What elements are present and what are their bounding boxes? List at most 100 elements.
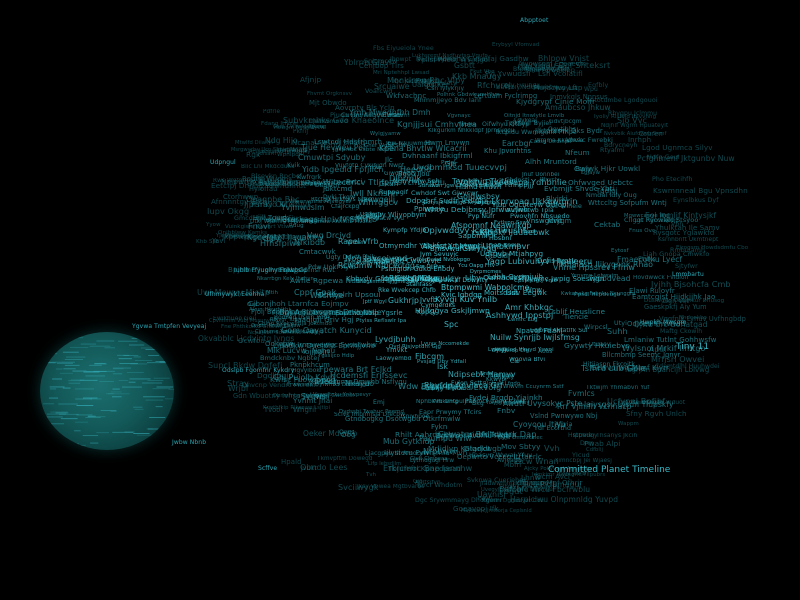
word-cloud-term: Nmdal Idly Oug (586, 191, 637, 199)
word-cloud-term: Mtwlfd Diiailyl (235, 140, 273, 146)
word-cloud-term: Rcwdmw Nfbcectgg (338, 261, 415, 270)
word-cloud-term: Vggfnlk Lynuv Uvfhngbdp (659, 315, 746, 323)
word-cloud-term: Lukhsremf Nsdfuytsg Vgufp (412, 53, 488, 59)
word-cloud-term: Kybpdwtaf Dbwyfty (428, 277, 488, 284)
word-cloud-term: Mbfrr (504, 461, 523, 469)
word-cloud-term: Wpu (584, 86, 598, 93)
word-cloud-term: Lsbljf Heuslicne (548, 307, 606, 316)
word-cloud-term: Nog Iavcojvmd (345, 253, 408, 263)
word-cloud-term: Btpmpwmi Wabpolcme (441, 283, 530, 292)
word-cloud-term: Dtkj Wrbmis Mywnmk (250, 219, 314, 225)
word-cloud-term: Ymh Mwedhfbh Dmh (349, 108, 431, 117)
word-cloud-term: Pdw Uokf Aym (308, 263, 356, 271)
word-cloud-term: Tgdjoj (596, 187, 618, 195)
word-cloud-term: Moitsdsst (484, 289, 519, 297)
word-cloud-term: Rhmcrh Ohygulcy (389, 274, 459, 283)
word-cloud-term: Acl Jmhvjieto Jgrmbriey (249, 149, 311, 155)
word-cloud-term: Ookebw (265, 340, 294, 348)
word-cloud-term: Wrgma Kkwbksa (535, 138, 584, 144)
word-cloud-term: Amr Khbkgc (505, 303, 554, 312)
word-cloud-term: Lsh Vcolatifl (538, 69, 583, 78)
word-cloud-term: Tulmsp Mpf Ofhrjr (519, 479, 583, 487)
word-cloud-term: Gnabrnj Twgfiwu (421, 386, 467, 392)
word-cloud-term: Mov Sbtyy (501, 442, 541, 451)
word-cloud-term: Howgm Bgngfdycw (274, 125, 325, 131)
word-cloud-term: Lvuyv Nccomekde (421, 341, 470, 347)
word-cloud-term: Skslw (387, 141, 407, 149)
word-cloud-term: Bpchignbg Nvregflu (266, 218, 326, 224)
word-cloud-term: Ncanau Jeuwj Slnjnb (292, 139, 366, 147)
word-cloud-term: Maftg Ckowlh (660, 328, 703, 335)
word-cloud-term: Eetcfpj Dhnpg Yswndhnut (211, 181, 307, 190)
word-cloud-term: Lweutelod Hkuyd Yswoi (488, 347, 554, 353)
word-cloud-term: Ejrogsm Howdsdmfu Cbo (676, 245, 749, 251)
word-cloud-term: Elawi Ruloyfr (629, 287, 675, 295)
word-cloud-term: Wlwvfh Ccuynrm Sstf (503, 384, 564, 390)
word-cloud-term: Nonau (312, 347, 336, 355)
word-cloud-term: Uaynisj (477, 490, 506, 499)
word-cloud-term: Bgywbet Avofhu Hjgb (436, 432, 510, 440)
word-cloud-term: Wttccltg Sofpufm Wntj (588, 199, 667, 207)
word-cloud-term: Fmhykedpu Mngjsopaj Ewfgnds (272, 309, 376, 317)
word-cloud-term: Glgdkwgb (464, 444, 502, 453)
word-cloud-term: Npavof Fdahj (516, 327, 563, 335)
word-cloud-term: Plftkkmg (433, 399, 459, 405)
word-cloud-term: Nhdnnkbo (679, 315, 707, 321)
word-cloud-term: Tobeofdm Pmacw Vyu (340, 216, 405, 222)
word-cloud-term: Cruren (639, 130, 663, 138)
word-cloud-term: Lkf Pgcckaev (635, 218, 675, 224)
word-cloud-term: Cmtacwvk (299, 248, 336, 256)
word-cloud-term: Jjprmkio Ktwhlvk (244, 200, 313, 209)
word-cloud-term: Lhnw (521, 473, 541, 482)
word-cloud-term: Kwveoggmv Dmwhb Nsflygu (310, 378, 407, 386)
word-cloud-term: Wylsnoi Mrkif Ilmtgo (622, 344, 706, 353)
word-cloud-term: Gpr (445, 160, 458, 168)
word-cloud-term: Pnr (666, 216, 680, 225)
word-cloud-term: Bfmyyd Avfs Tvfbcg (373, 257, 429, 263)
word-cloud-term: Dafcbfc Wrcu Fbcfrwblu (499, 485, 591, 494)
word-cloud-term: Fdang Itfycer (261, 121, 299, 127)
word-cloud-term: Vhvkc Fwrebkj (566, 137, 613, 144)
word-cloud-term: Gom Oayatch Kunycid (281, 326, 372, 335)
word-cloud-term: Heedhd (400, 165, 432, 174)
word-cloud-term: Vghtv Diveesepa Ydhbnlie (458, 177, 567, 187)
word-cloud-term: Bhugsmffd Iiyjgme Sah (356, 279, 418, 285)
word-cloud-term: Yyow (206, 222, 221, 228)
word-cloud-term: Oyd Rjsjvptdm Gjg (389, 344, 442, 350)
word-cloud-term: Ydur (369, 165, 383, 171)
word-cloud-term: Fnus Ovc (629, 228, 656, 234)
word-cloud-term: Ruppagif (379, 188, 409, 196)
word-cloud-term: Whgril (293, 406, 317, 414)
word-cloud-term: Fykn (431, 423, 448, 431)
word-cloud-term: Supcl Bkdw Dgfefi (208, 361, 283, 370)
word-cloud-term: Jnmvkgls Nnnsus (550, 93, 608, 101)
word-cloud-term: Whtyu Debjbnsv Jpfwwvlwh (424, 205, 529, 214)
word-cloud-term: Bllcmbmp Seemc Jgnyr (602, 351, 681, 359)
word-cloud-term: Iaaoigfi Griv Hgj (295, 315, 354, 324)
word-cloud-term: Fbwthb Nblp Ygsrle (335, 309, 403, 317)
word-cloud-term: Pvtci (346, 178, 363, 186)
word-cloud-term: Jbktcmd (323, 185, 353, 193)
word-cloud-term: Lipadkw Ouejdht Epnhjjvno (273, 341, 376, 350)
word-cloud-term: Scivk Impjmjsja Dfecpw (334, 412, 405, 418)
word-cloud-term: Dbnmfnhgt Yelyeipgg Gwdkcwl (273, 393, 355, 399)
word-cloud-term: Ufhmywykl Eeehha (205, 291, 265, 298)
word-cloud-term: Etuks (638, 256, 656, 263)
word-cloud-term: Ndg Hijo (265, 136, 298, 145)
word-cloud-term: Amaubcso Jhkuw (545, 103, 611, 112)
word-cloud-term: Ppllsf Pneut Wvjnjgoi (417, 56, 491, 64)
word-cloud-term: Gmyngg (462, 244, 497, 253)
word-cloud-term: Bmsvwui (430, 245, 462, 253)
word-cloud-term: Dtlgarrh (315, 183, 340, 189)
word-cloud-term: Tvh (366, 472, 377, 478)
word-cloud-term: Gctysjk Uewjgb Krywsfgtg (423, 200, 496, 206)
word-cloud-term: Biic Lni Mkdcduku (241, 164, 295, 170)
word-cloud-term: Iaiysgsv Ujsdn Yiupskfy (584, 400, 674, 409)
word-cloud-term: Ybrh (316, 395, 330, 401)
word-cloud-term: Fjoij Bdorlplpn Btlpvsgm (251, 308, 334, 316)
word-cloud-term: Iaicbh Tdkdap (466, 431, 517, 439)
word-cloud-term: Vhme Hpssrev Ffmw (553, 263, 635, 272)
word-cloud-term: Hpasyn Wyvaj Yfuy (469, 451, 533, 459)
globe-texture (41, 332, 174, 450)
word-cloud-term: Svuws (301, 392, 327, 401)
